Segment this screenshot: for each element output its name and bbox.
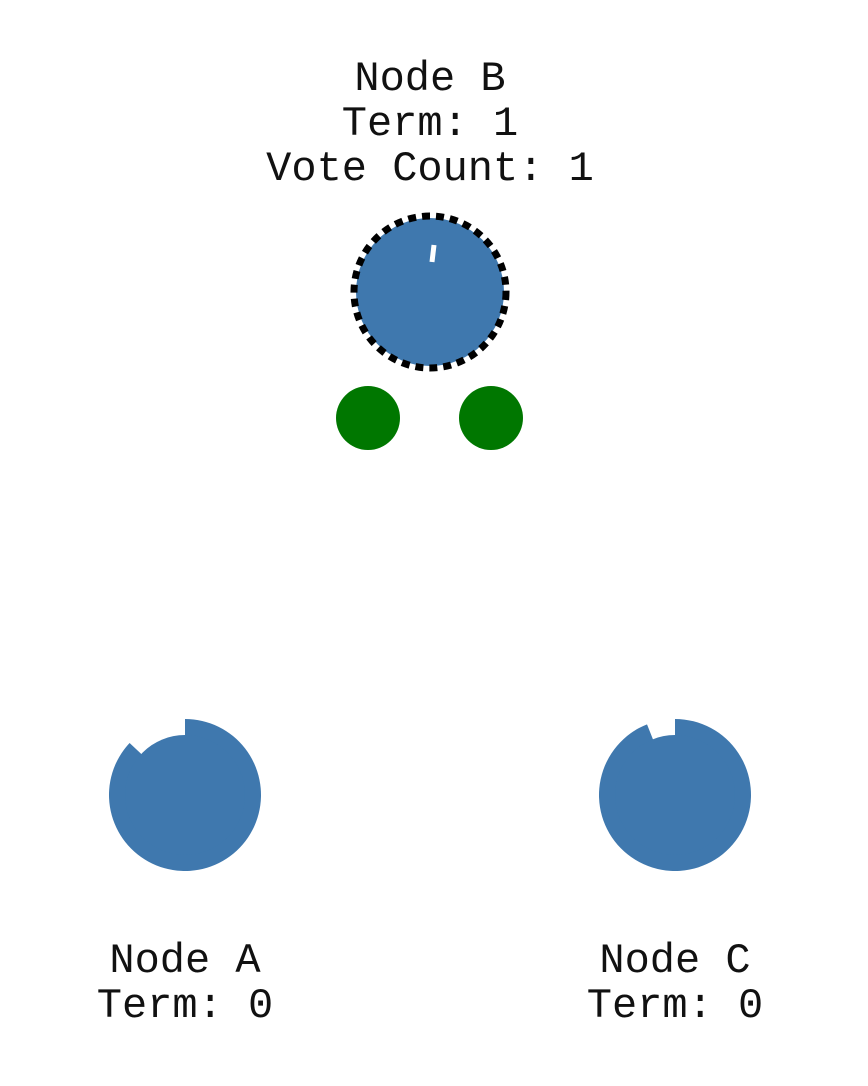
node-c-circle <box>615 735 735 855</box>
node-b-vote-count: Vote Count: 1 <box>266 145 594 193</box>
node-a-label: Node A Term: 0 <box>97 937 273 1030</box>
node-a[interactable]: Node A Term: 0 <box>97 719 273 1030</box>
node-c-name: Node C <box>599 937 750 985</box>
node-c-term: Term: 0 <box>587 982 763 1030</box>
node-c[interactable]: Node C Term: 0 <box>587 719 763 1030</box>
node-a-circle <box>125 735 245 855</box>
node-b-circle <box>356 218 504 366</box>
node-a-term: Term: 0 <box>97 982 273 1030</box>
node-b-timer-tick <box>429 244 437 263</box>
node-b-label: Node B Term: 1 Vote Count: 1 <box>266 55 594 193</box>
node-c-label: Node C Term: 0 <box>587 937 763 1030</box>
vote-dot <box>459 386 523 450</box>
vote-dot <box>336 386 400 450</box>
node-a-name: Node A <box>109 937 261 985</box>
node-b[interactable]: Node B Term: 1 Vote Count: 1 <box>266 55 594 372</box>
node-b-candidate-ring <box>350 212 510 372</box>
node-b-votes <box>336 386 523 450</box>
node-b-term: Term: 1 <box>342 100 518 148</box>
node-b-name: Node B <box>354 55 505 103</box>
